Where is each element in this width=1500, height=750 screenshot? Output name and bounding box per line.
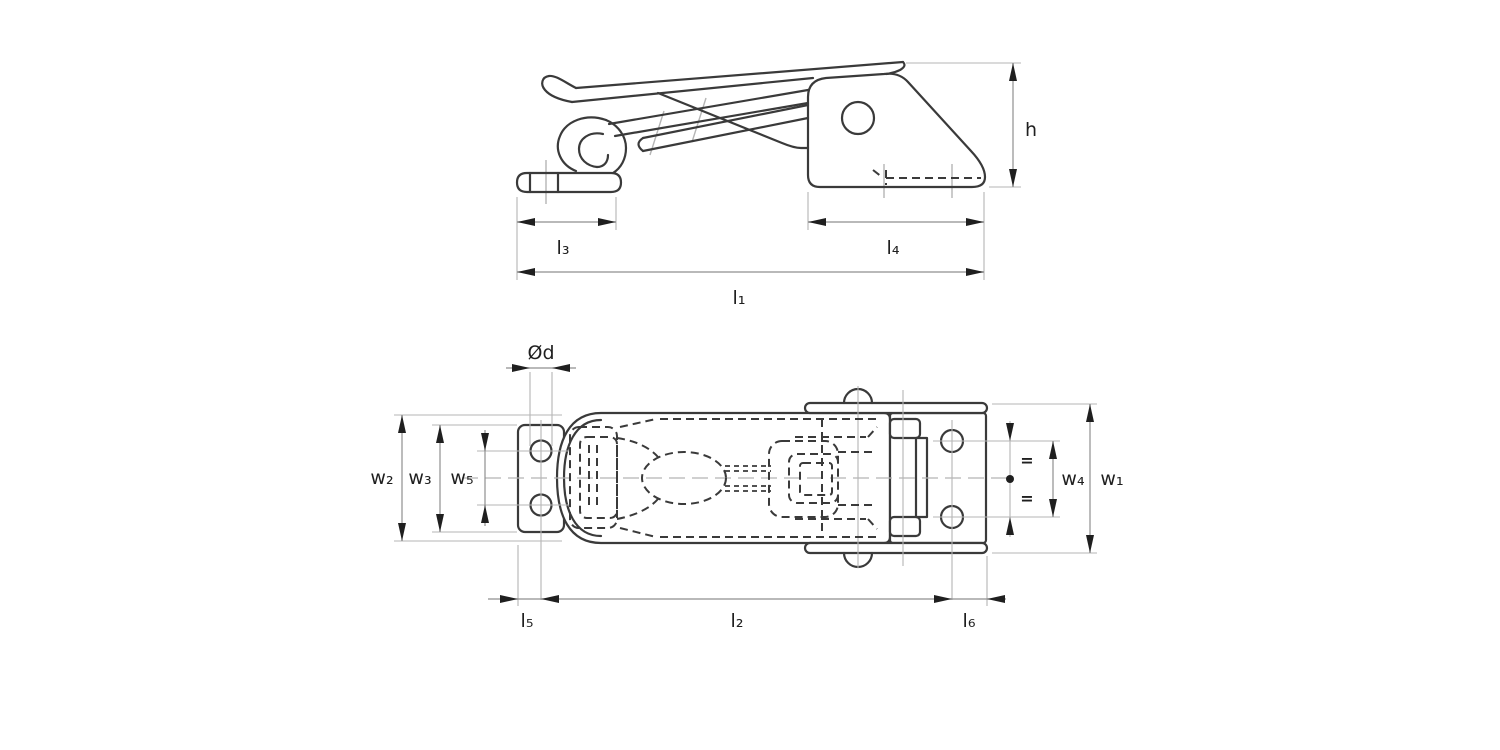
plan-hidden-cover-bottom-join [619,527,657,538]
arrow-diameter-left [512,364,530,372]
label-w2: w₂ [370,467,393,489]
plan-hinge-tab-bottom [888,515,922,538]
plan-hinge-tab-top [888,417,922,440]
side-hidden-corner [872,169,883,178]
plan-hidden-loop-bottom [616,498,659,520]
tick-lever-1 [649,110,665,156]
plan-flange-bottom [803,541,989,555]
plan-hidden-lever-core [799,462,833,496]
plan-hidden-hook-fold-inner [579,436,618,519]
side-hook-outer-curl [556,116,608,173]
arrow-l1-left [517,268,535,276]
label-h: h [1025,119,1037,141]
side-lever-top-edge [574,60,905,90]
dimension-labels: h l₃ l₄ l₁ Ød w₂ w₃ w₅ w₄ w₁ = = l₅ l₂ l… [370,119,1123,632]
label-diameter: Ød [527,342,554,364]
side-lever-front-edge [656,91,810,150]
arrow-diameter-right [552,364,570,372]
side-lever-tip-curl [541,74,578,104]
arrow-symmetry-bottom [1006,517,1014,535]
arrow-w4-bottom [1049,499,1057,517]
arrow-l2-right [934,595,952,603]
arrow-l5-right [541,595,559,603]
arrow-l1-right [966,268,984,276]
label-l6: l₆ [963,610,976,632]
arrow-l3-right [598,218,616,226]
label-w5: w₅ [450,467,473,489]
plan-hidden-corner-bottom [867,518,878,530]
arrow-w2-top [398,415,406,433]
side-catch-bar [515,171,623,194]
label-w3: w₃ [408,467,431,489]
arrow-w5-bottom [481,505,489,523]
arrow-l6-right [987,595,1005,603]
plan-hidden-corner-top [867,426,878,438]
plan-hidden-lever-housing [768,440,839,518]
arrow-w1-bottom [1086,535,1094,553]
label-l3: l₃ [557,237,570,259]
arrow-symmetry-top [1006,423,1014,441]
arrow-w3-top [436,425,444,443]
arrow-l4-left [808,218,826,226]
label-w4: w₄ [1061,468,1085,490]
side-lever-near-edge [570,76,815,104]
side-bracket [806,72,987,189]
arrow-w3-bottom [436,514,444,532]
label-equal-bottom: = [1020,489,1033,508]
label-equal-top: = [1020,451,1033,470]
side-shank-cap [637,136,645,153]
side-bracket-hole [840,100,876,136]
arrow-w5-top [481,433,489,451]
side-hook-tip-return [595,153,610,169]
arrow-w4-top [1049,441,1057,459]
arrow-l4-right [966,218,984,226]
side-wire-top [607,88,810,126]
label-l2: l₂ [731,610,744,632]
plan-hidden-lever-inner [788,453,839,504]
tick-lever-2 [691,97,707,143]
symmetry-center-dot [1006,475,1014,483]
arrow-l3-left [517,218,535,226]
label-w1: w₁ [1100,468,1123,490]
side-shank-bottom [641,116,810,153]
label-l4: l₄ [887,237,900,259]
plan-flange-top [803,401,989,415]
side-view [515,60,987,194]
side-hook-right-edge [604,118,628,175]
arrow-h-top [1009,63,1017,81]
arrow-h-bottom [1009,169,1017,187]
label-l1: l₁ [733,287,746,309]
dimension-arrows [398,63,1094,603]
side-hook-inner-curl [577,132,605,169]
label-l5: l₅ [521,610,534,632]
plan-hidden-loop-top [616,437,659,458]
plan-hidden-wire-loop [641,451,727,505]
side-shank-top [641,103,810,140]
arrow-w1-top [1086,404,1094,422]
plan-hidden-cover-top-join [619,418,657,428]
arrow-l5-left [500,595,518,603]
side-wire-bottom [613,101,810,138]
plan-hidden-detail [569,418,878,538]
arrow-w2-bottom [398,523,406,541]
